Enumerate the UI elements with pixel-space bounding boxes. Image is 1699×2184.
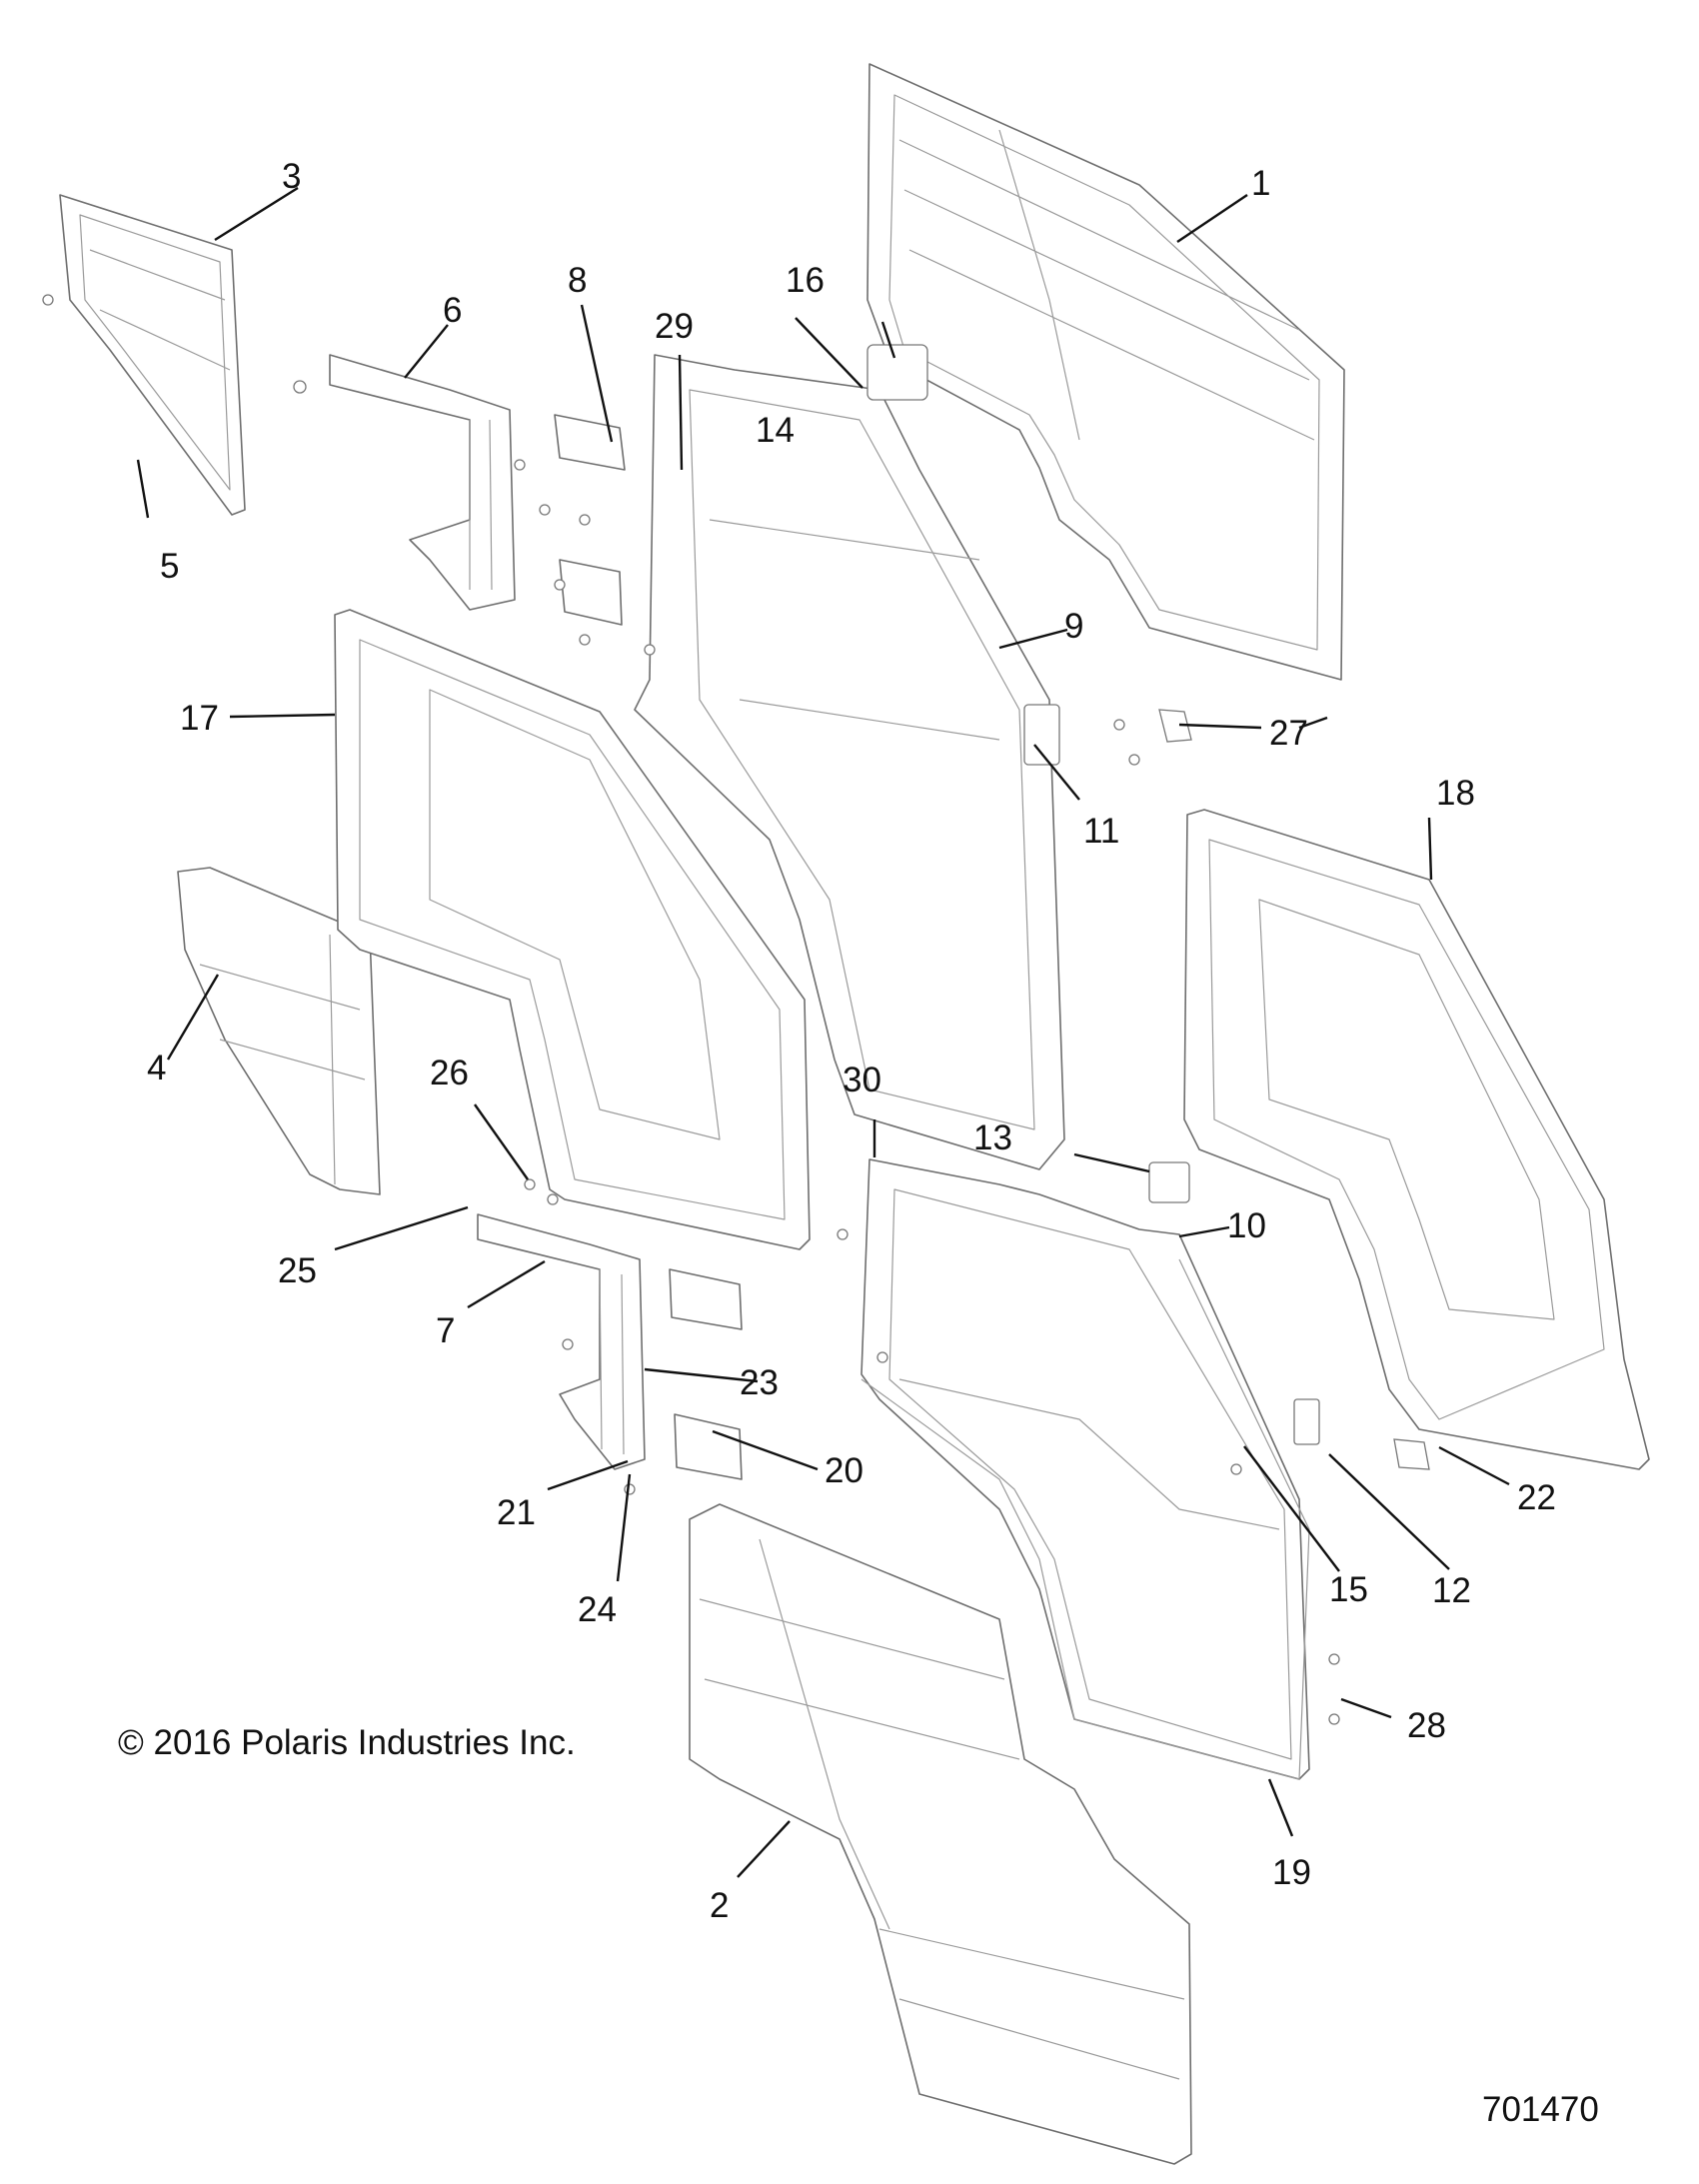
callout-17: 17 <box>180 699 219 738</box>
callout-4: 4 <box>147 1049 166 1088</box>
callout-28: 28 <box>1407 1706 1446 1745</box>
callout-24: 24 <box>578 1590 617 1629</box>
figure-number: 701470 <box>1482 2090 1599 2129</box>
fastener-hardware <box>42 294 1430 1725</box>
callout-23: 23 <box>740 1363 779 1402</box>
part-2-lower-door-panel <box>689 1503 1192 2165</box>
callout-27: 27 <box>1269 714 1308 753</box>
part-3-upper-left-panel <box>59 194 246 516</box>
callout-16: 16 <box>786 261 825 300</box>
part-6-upper-hinge-bracket <box>329 354 516 611</box>
callout-10: 10 <box>1227 1206 1266 1245</box>
part-7-lower-hinge-bracket <box>477 1213 646 1470</box>
callout-29: 29 <box>655 307 694 346</box>
callout-9: 9 <box>1064 607 1083 646</box>
callout-13: 13 <box>973 1118 1012 1157</box>
part-18-right-door-panel <box>1183 809 1650 1470</box>
callout-20: 20 <box>825 1451 863 1490</box>
part-4-left-trim-panel <box>177 867 381 1195</box>
callout-21: 21 <box>497 1493 536 1532</box>
callout-26: 26 <box>430 1054 469 1092</box>
callout-18: 18 <box>1436 774 1475 813</box>
callout-labels: 1 2 3 4 5 6 7 8 9 10 11 12 13 14 15 16 1… <box>147 157 1556 1925</box>
part-20-hinge-plate <box>669 1268 743 1480</box>
callout-14: 14 <box>756 411 795 450</box>
callout-8: 8 <box>568 261 587 300</box>
leader-lines <box>136 186 1510 1878</box>
callout-2: 2 <box>710 1886 729 1925</box>
callout-19: 19 <box>1272 1853 1311 1892</box>
callout-12: 12 <box>1432 1571 1471 1610</box>
callout-1: 1 <box>1251 164 1270 203</box>
part-16-hinge-mount <box>866 344 1060 766</box>
callout-5: 5 <box>160 547 179 586</box>
part-19-door-seal <box>860 1258 1310 1780</box>
copyright-notice: © 2016 Polaris Industries Inc. <box>118 1723 576 1762</box>
callout-3: 3 <box>282 157 301 196</box>
part-30-lower-door-frame <box>860 1158 1310 1780</box>
callout-30: 30 <box>843 1061 881 1099</box>
callout-6: 6 <box>443 291 462 330</box>
callout-25: 25 <box>278 1251 317 1290</box>
callout-22: 22 <box>1517 1478 1556 1517</box>
part-17-left-door-panel <box>334 609 811 1250</box>
callout-15: 15 <box>1329 1570 1368 1609</box>
callout-7: 7 <box>436 1311 455 1350</box>
part-8-hinge-plate <box>554 414 626 626</box>
callout-11: 11 <box>1083 812 1119 851</box>
part-29-upper-door-frame <box>634 354 1065 1170</box>
